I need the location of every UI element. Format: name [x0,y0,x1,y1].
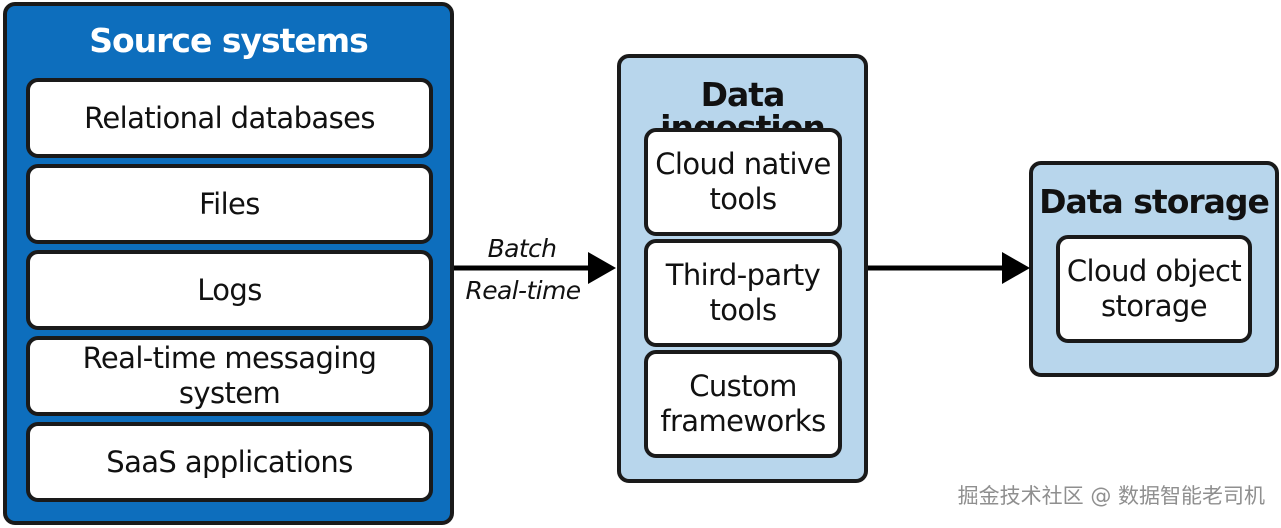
ingestion-item-label: Cloud native tools [655,147,831,216]
arrow-ingestion-to-storage [868,252,1030,284]
source-item-label: Files [199,186,260,221]
ingestion-item-label: Third-party tools [665,258,821,327]
source-item-label: Relational databases [84,100,375,135]
edge-label-batch: Batch [487,234,557,263]
data-storage-title: Data storage [1039,182,1270,221]
watermark-text: 掘金技术社区 @ 数据智能老司机 [957,484,1265,508]
data-storage-panel: Data storage Cloud object storage [1029,161,1279,377]
source-item-label: Logs [197,272,262,307]
ingestion-item-cloud-native-tools: Cloud native tools [644,128,842,236]
ingestion-item-custom-frameworks: Custom frameworks [644,350,842,458]
source-item-label: SaaS applications [106,444,353,479]
arrow-source-to-ingestion [454,252,616,284]
source-item-relational-databases: Relational databases [26,78,433,158]
source-systems-panel: Source systems Relational databases File… [3,2,454,525]
ingestion-item-third-party-tools: Third-party tools [644,239,842,347]
data-ingestion-panel: Data ingestion Cloud native tools Third-… [617,54,868,483]
storage-item-cloud-object-storage: Cloud object storage [1056,235,1252,343]
arrow-head [588,252,616,284]
ingestion-item-label: Custom frameworks [660,369,826,438]
source-item-logs: Logs [26,250,433,330]
source-systems-title: Source systems [89,21,369,60]
arrow-head [1002,252,1030,284]
source-item-files: Files [26,164,433,244]
edge-label-real-time: Real-time [465,276,581,305]
source-item-label: Real-time messaging system [82,341,377,410]
storage-item-label: Cloud object storage [1066,254,1242,323]
source-item-real-time-messaging: Real-time messaging system [26,336,433,416]
source-item-saas-applications: SaaS applications [26,422,433,502]
